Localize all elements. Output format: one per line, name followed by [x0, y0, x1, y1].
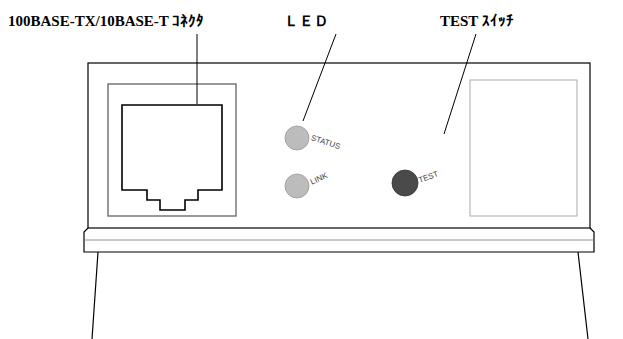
- leader-line: [444, 34, 476, 134]
- front-panel: [88, 63, 590, 228]
- housing-edge: [84, 240, 594, 241]
- status-led: [285, 126, 309, 150]
- housing-band: [84, 228, 594, 252]
- rj45-socket: [122, 105, 222, 210]
- switch-window: [470, 80, 577, 216]
- callout-label: ＬＥＤ: [284, 12, 329, 30]
- callout-label: TEST ｽｲｯﾁ: [440, 12, 514, 30]
- leader-line: [303, 34, 336, 121]
- link-led: [285, 174, 309, 198]
- test-button: [392, 170, 418, 196]
- housing-body: [92, 252, 588, 339]
- callout-label: 100BASE-TX/10BASE-T ｺﾈｸﾀ: [8, 12, 204, 30]
- leader-line: [197, 34, 198, 104]
- jack-frame: [108, 84, 236, 216]
